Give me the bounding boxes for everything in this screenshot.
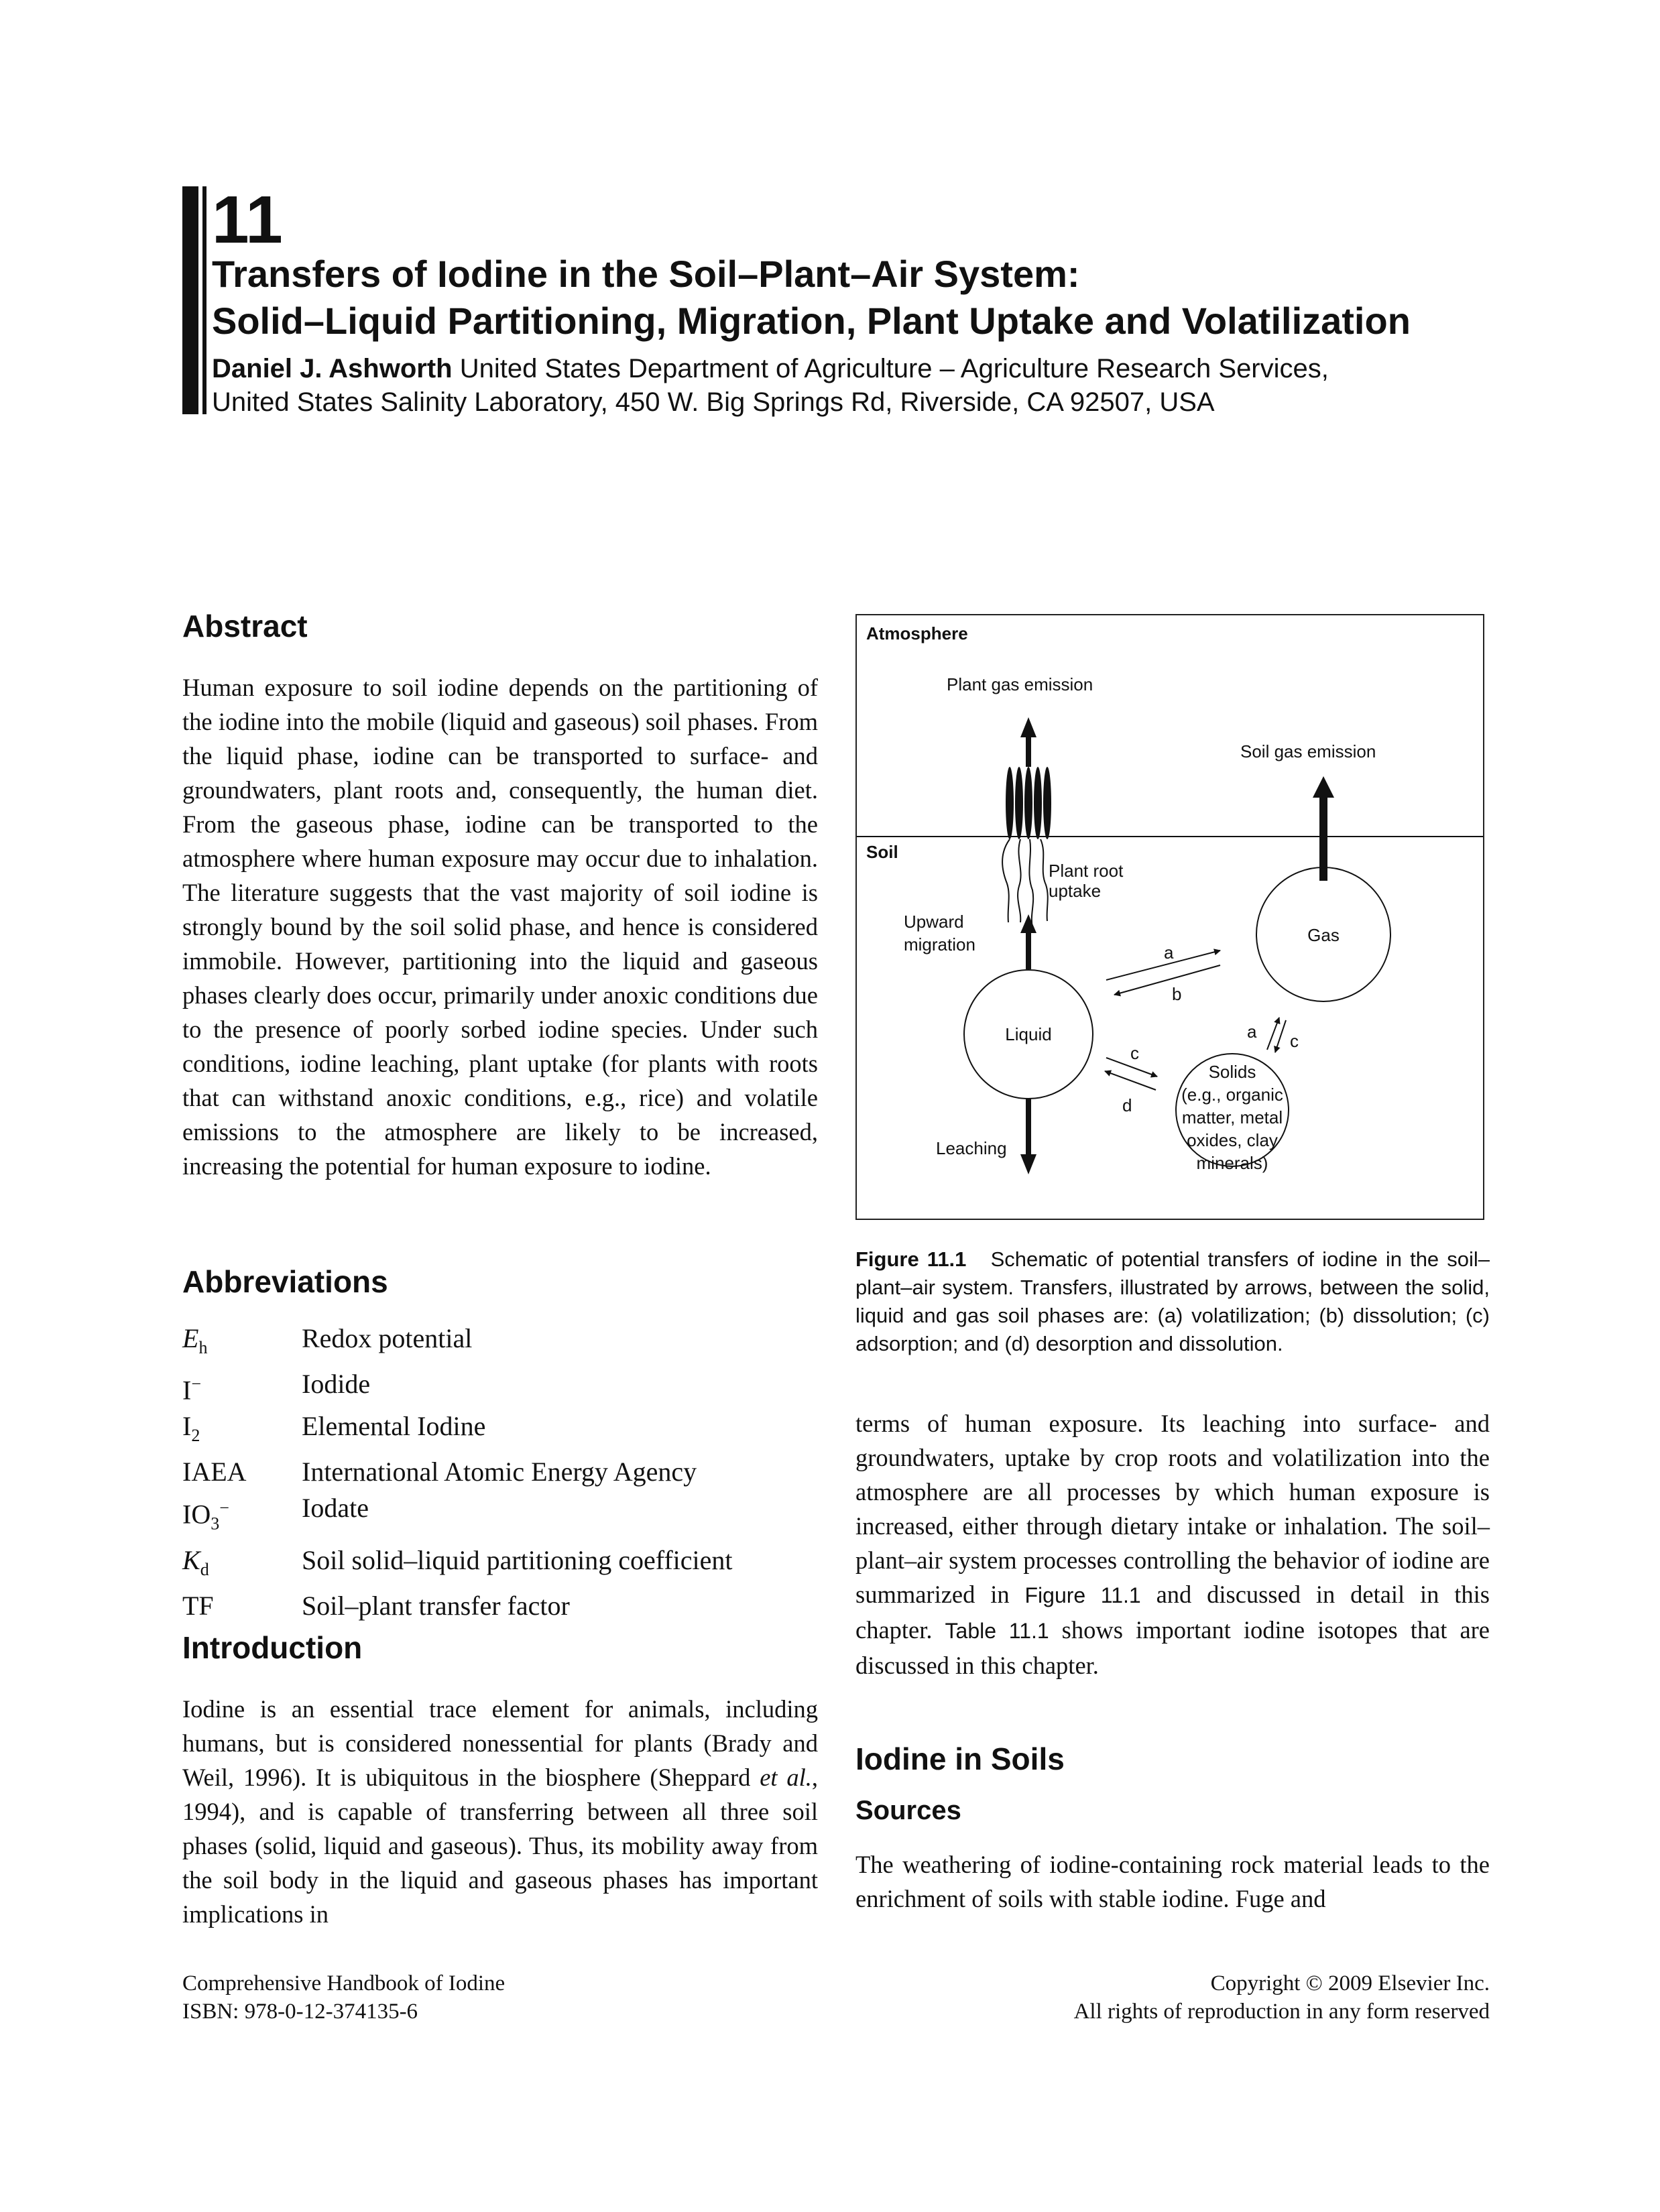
plant-root-uptake-label-2: uptake bbox=[1049, 881, 1101, 901]
chapter-title-line1: Transfers of Iodine in the Soil–Plant–Ai… bbox=[212, 253, 1080, 295]
chapter-marker-bar bbox=[182, 186, 198, 414]
arrow-c-gas-to-solids bbox=[1274, 1020, 1287, 1053]
leaching-arrow-shaft bbox=[1026, 1098, 1031, 1156]
abbreviation-definition: Soil–plant transfer factor bbox=[302, 1590, 570, 1621]
right-text-part2: and discussed in detail in this chapter. bbox=[855, 1581, 1490, 1644]
arrow-d-solids-to-liquid bbox=[1104, 1070, 1157, 1091]
arrow-c-liquid-to-solids bbox=[1106, 1057, 1158, 1078]
arrow-c-label: c bbox=[1130, 1043, 1139, 1063]
footer-book-title: Comprehensive Handbook of Iodine bbox=[182, 1971, 506, 1995]
arrow-b-gas-to-liquid bbox=[1114, 965, 1221, 997]
arrow-a2-label: a bbox=[1247, 1022, 1257, 1042]
solids-label-2: (e.g., organic bbox=[1181, 1085, 1283, 1105]
footer-copyright-line: Copyright © 2009 Elsevier Inc. bbox=[1210, 1971, 1490, 1995]
chapter-number: 11 bbox=[212, 182, 283, 257]
abbreviation-row: IAEA International Atomic Energy Agency bbox=[182, 1454, 818, 1490]
abbreviation-term: IO3− bbox=[182, 1498, 229, 1534]
upward-migration-arrow-head bbox=[1020, 914, 1036, 933]
abbreviation-row: IO3− Iodate bbox=[182, 1490, 818, 1542]
arrow-d-label: d bbox=[1122, 1095, 1132, 1115]
right-text-part1: terms of human exposure. Its leaching in… bbox=[855, 1410, 1490, 1608]
soil-gas-arrow-shaft bbox=[1319, 796, 1327, 881]
leaching-label: Leaching bbox=[936, 1138, 1007, 1158]
abbreviations-heading: Abbreviations bbox=[182, 1264, 388, 1299]
author-affiliation: Daniel J. Ashworth United States Departm… bbox=[212, 353, 1329, 385]
upward-migration-label-2: migration bbox=[904, 934, 975, 955]
introduction-heading: Introduction bbox=[182, 1630, 363, 1665]
figure-caption-label: Figure 11.1 bbox=[855, 1247, 967, 1271]
upward-migration-label-1: Upward bbox=[904, 912, 964, 932]
plant-gas-arrow-head bbox=[1020, 717, 1036, 737]
abbreviation-row: I− Iodide bbox=[182, 1366, 818, 1408]
intro-text-part2: , 1994), and is capable of transferring … bbox=[182, 1764, 819, 1928]
chapter-title-line2: Solid–Liquid Partitioning, Migration, Pl… bbox=[212, 300, 1411, 342]
affiliation-line1: United States Department of Agriculture … bbox=[459, 354, 1329, 383]
right-text-part3: shows important iodine isotopes that are… bbox=[855, 1616, 1490, 1679]
abbreviation-definition: International Atomic Energy Agency bbox=[302, 1457, 697, 1487]
sources-text: The weathering of iodine-containing rock… bbox=[855, 1851, 1490, 1912]
solids-label-3: matter, metal bbox=[1182, 1107, 1283, 1127]
figure-reference-link[interactable]: Figure 11.1 bbox=[1024, 1583, 1141, 1607]
solids-label-4: oxides, clay bbox=[1187, 1130, 1278, 1150]
upward-migration-arrow-shaft bbox=[1026, 932, 1031, 969]
abbreviation-term: Kd bbox=[182, 1544, 209, 1579]
abbreviation-definition: Iodate bbox=[302, 1493, 369, 1524]
affiliation-line2: United States Salinity Laboratory, 450 W… bbox=[212, 387, 1215, 417]
abbreviation-row: Kd Soil solid–liquid partitioning coeffic… bbox=[182, 1542, 818, 1588]
abbreviation-term: I− bbox=[182, 1374, 201, 1406]
abbreviation-definition: Soil solid–liquid partitioning coefficie… bbox=[302, 1544, 733, 1575]
figure-schematic: Atmosphere Soil Plant gas emission Plant… bbox=[857, 623, 1483, 1174]
footer-isbn: ISBN: 978-0-12-374135-6 bbox=[182, 2000, 418, 2024]
abbreviation-term: IAEA bbox=[182, 1457, 247, 1487]
arrow-a-liquid-to-gas bbox=[1106, 948, 1221, 981]
abbreviation-row: I2 Elemental Iodine bbox=[182, 1408, 818, 1454]
arrow-b-label: b bbox=[1172, 984, 1181, 1004]
solids-circle bbox=[1175, 1053, 1289, 1167]
abstract-heading: Abstract bbox=[182, 609, 308, 643]
soil-gas-emission-label: Soil gas emission bbox=[1240, 741, 1376, 761]
author-name: Daniel J. Ashworth bbox=[212, 354, 453, 383]
plant-gas-arrow-shaft bbox=[1026, 736, 1031, 767]
solids-label-5: minerals) bbox=[1197, 1153, 1268, 1173]
chapter-marker-bar-thin bbox=[202, 186, 206, 414]
abbreviation-term: Eh bbox=[182, 1323, 208, 1357]
footer-copyright: Copyright © 2009 Elsevier Inc. All right… bbox=[1074, 1969, 1490, 2026]
plant-roots-icon bbox=[1002, 839, 1049, 928]
abbreviation-term: I2 bbox=[182, 1411, 200, 1446]
abbreviation-row: TF Soil–plant transfer factor bbox=[182, 1588, 818, 1624]
footer-book-info: Comprehensive Handbook of Iodine ISBN: 9… bbox=[182, 1969, 505, 2026]
abstract-text: Human exposure to soil iodine depends on… bbox=[182, 674, 818, 1180]
introduction-text: Iodine is an essential trace element for… bbox=[182, 1692, 818, 1931]
gas-circle bbox=[1256, 867, 1391, 1002]
figure-caption: Figure 11.1 Schematic of potential trans… bbox=[855, 1245, 1490, 1358]
footer-rights-line: All rights of reproduction in any form r… bbox=[1073, 2000, 1490, 2024]
arrow-a-solids-to-gas bbox=[1266, 1017, 1281, 1050]
plant-leaves-icon bbox=[1006, 767, 1051, 839]
abbreviation-row: Eh Redox potential bbox=[182, 1320, 818, 1366]
plant-gas-emission-label: Plant gas emission bbox=[947, 674, 1093, 694]
soil-gas-arrow-head bbox=[1313, 776, 1334, 798]
plant-root-uptake-label-1: Plant root bbox=[1049, 861, 1124, 881]
intro-etal: et al. bbox=[760, 1764, 812, 1791]
arrow-c2-label: c bbox=[1290, 1031, 1299, 1051]
right-column-text: terms of human exposure. Its leaching in… bbox=[855, 1406, 1490, 1682]
leaching-arrow-head bbox=[1020, 1154, 1036, 1174]
intro-text-part1: Iodine is an essential trace element for… bbox=[182, 1695, 818, 1791]
sources-heading: Sources bbox=[855, 1796, 961, 1825]
soil-label: Soil bbox=[866, 842, 898, 862]
figure-11-1: Atmosphere Soil Plant gas emission Plant… bbox=[855, 614, 1484, 1220]
liquid-label: Liquid bbox=[1005, 1024, 1051, 1044]
abbreviation-definition: Iodide bbox=[302, 1369, 371, 1399]
arrow-a-label: a bbox=[1164, 942, 1174, 963]
atmosphere-label: Atmosphere bbox=[866, 623, 968, 643]
figure-caption-text: Schematic of potential transfers of iodi… bbox=[855, 1247, 1490, 1355]
abbreviation-definition: Elemental Iodine bbox=[302, 1411, 486, 1442]
abbreviation-definition: Redox potential bbox=[302, 1323, 473, 1353]
solids-label-1: Solids bbox=[1209, 1062, 1256, 1082]
gas-label: Gas bbox=[1307, 925, 1340, 945]
abbreviation-term: TF bbox=[182, 1590, 214, 1621]
iodine-in-soils-heading: Iodine in Soils bbox=[855, 1741, 1065, 1776]
table-reference-link[interactable]: Table 11.1 bbox=[945, 1619, 1049, 1643]
